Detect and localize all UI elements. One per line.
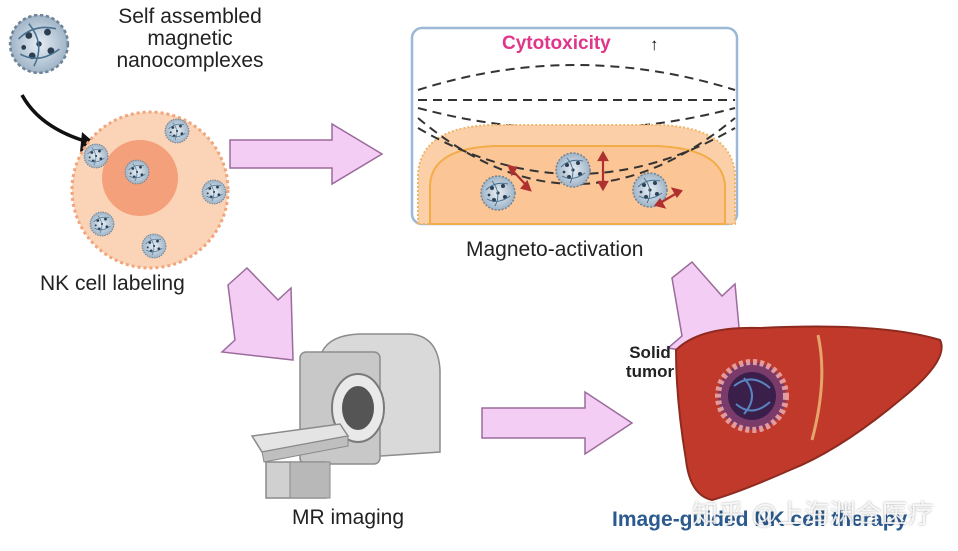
mr-imaging-label: MR imaging bbox=[292, 506, 405, 529]
watermark: 知乎 @上海渊合医疗 bbox=[692, 499, 934, 529]
nk-cell-labeling-label: NK cell labeling bbox=[40, 272, 185, 295]
nk-cell-icon bbox=[70, 110, 230, 270]
nanocomplex-icon bbox=[8, 13, 70, 75]
solid-tumor-label: Solid tumor bbox=[625, 343, 675, 381]
up-arrow-icon: ↑ bbox=[650, 35, 659, 54]
magneto-activation-label: Magneto-activation bbox=[466, 238, 644, 261]
mri-scanner-icon bbox=[250, 333, 441, 499]
arrow-to-magneto-icon bbox=[229, 122, 384, 186]
curved-arrow-icon bbox=[20, 94, 98, 152]
magneto-panel bbox=[410, 26, 739, 226]
image-guided-therapy-label: Image-guided NK cell therapy bbox=[612, 508, 908, 531]
arrow-to-therapy-icon bbox=[481, 390, 634, 456]
liver-icon bbox=[674, 325, 943, 502]
nanocomplexes-label: Self assembled magnetic nanocomplexes bbox=[116, 5, 264, 72]
tumor-icon bbox=[715, 359, 789, 433]
arrow-to-mr-icon bbox=[220, 266, 294, 361]
cytotoxicity-label: Cytotoxicity bbox=[502, 33, 611, 54]
